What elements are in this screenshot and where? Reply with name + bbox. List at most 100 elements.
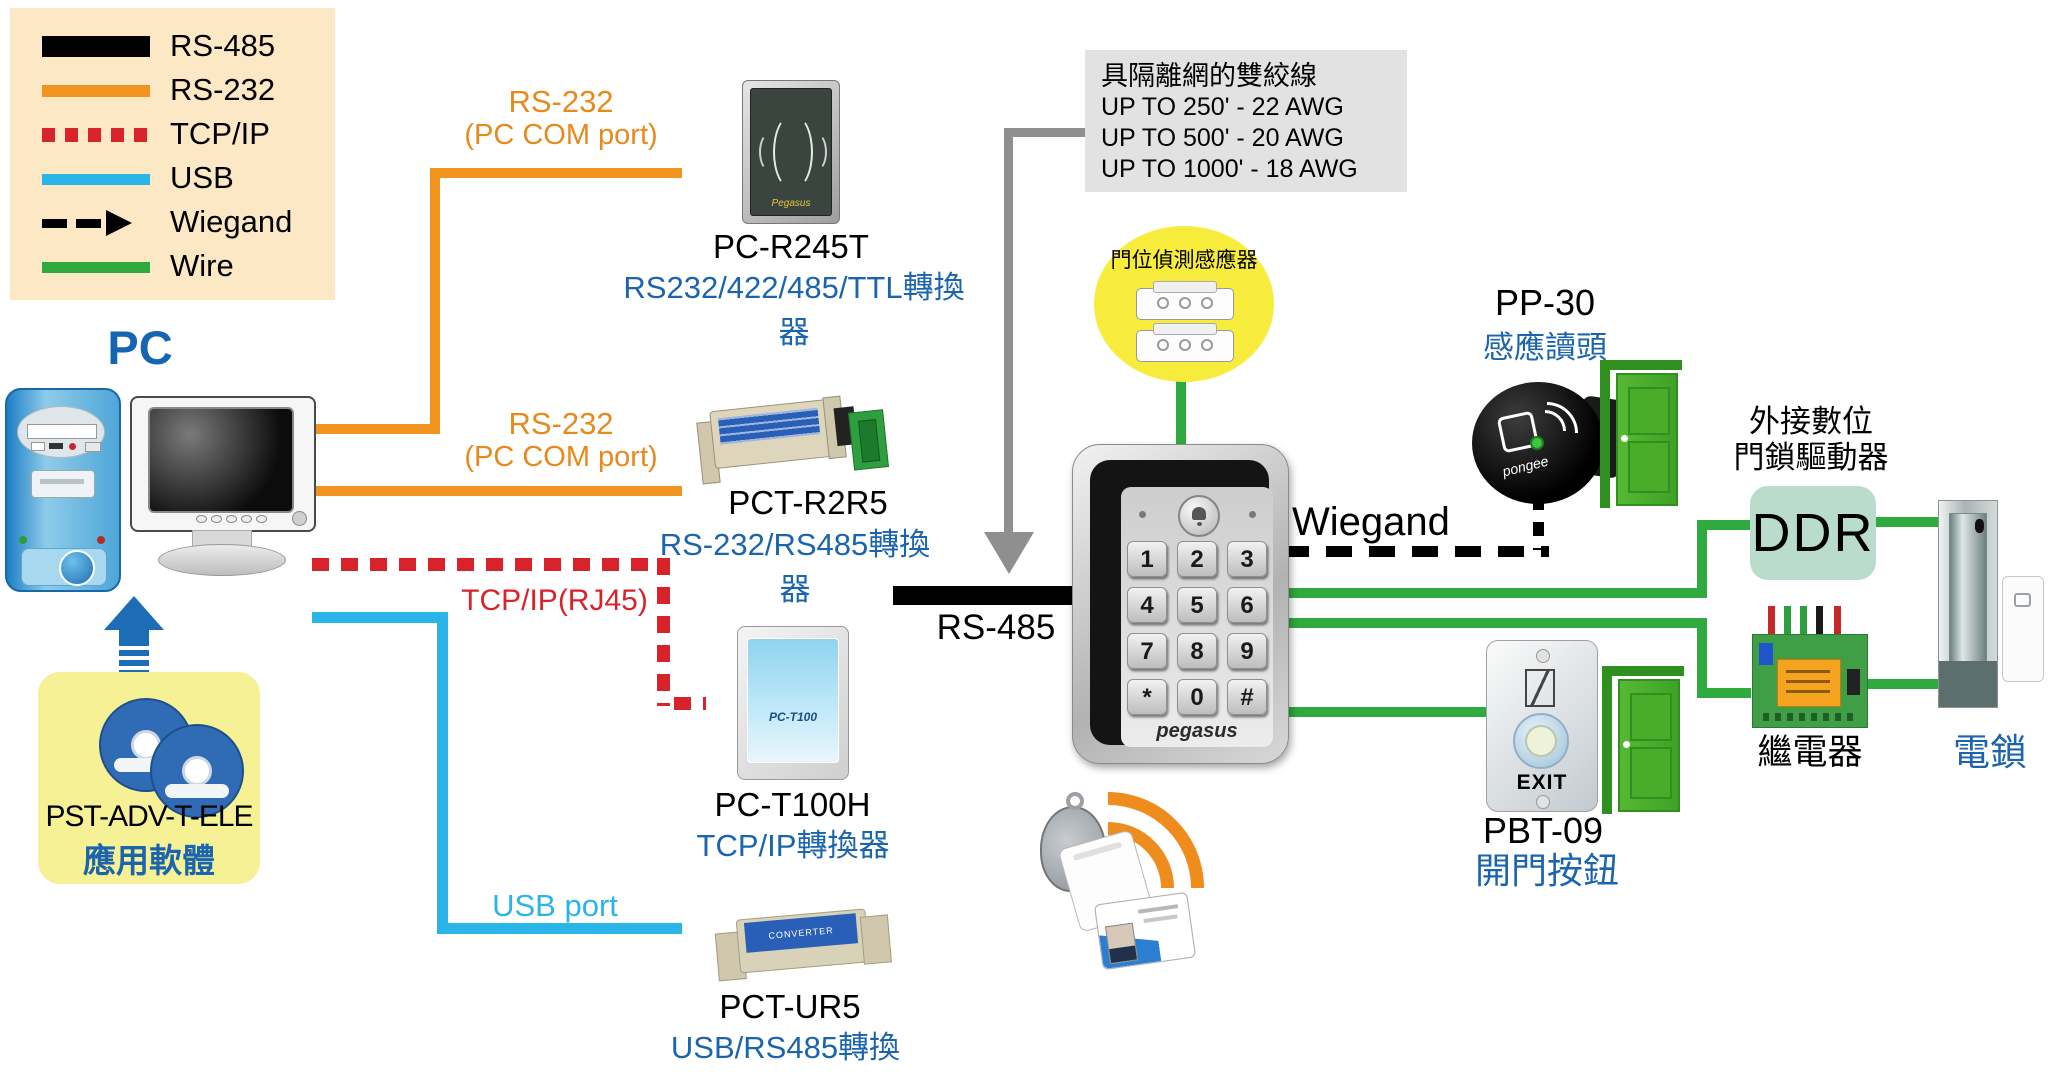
legend-row-rs485: RS-485 — [10, 26, 335, 66]
doorbell-icon — [1178, 495, 1220, 537]
tcpip-label: TCP/IP(RJ45) — [461, 584, 648, 617]
rs232-mid-sublabel: (PC COM port) — [464, 441, 658, 473]
tower-floppy-slot — [31, 470, 95, 498]
keypad-key: 5 — [1177, 587, 1217, 623]
note-connector-arrowhead-icon — [984, 532, 1034, 574]
keypad-key: 3 — [1227, 541, 1267, 577]
door-position-sensor-bubble: 門位偵測感應器 — [1094, 226, 1274, 382]
rs232-top-label: RS-232 — [508, 84, 614, 119]
tcpip-dotted-swatch — [42, 128, 150, 142]
wire-keypad-to-ddr — [1283, 588, 1707, 598]
pongee-brand-text: pongee — [1500, 452, 1550, 480]
rs232-cable-top — [312, 424, 438, 434]
wire-ddr-to-lock — [1876, 517, 1940, 527]
wiegand-label: Wiegand — [1292, 500, 1450, 544]
tcpip-cable — [312, 558, 668, 571]
rs232-top-sublabel: (PC COM port) — [464, 119, 658, 151]
tower-power-led — [19, 536, 27, 544]
rs232-cable-mid — [312, 486, 682, 496]
legend-label: TCP/IP — [170, 116, 270, 151]
legend-panel: RS-485 RS-232 TCP/IP USB Wiegand Wire — [10, 8, 335, 300]
legend-row-wire: Wire — [10, 246, 335, 286]
keypad-key: 1 — [1127, 541, 1167, 577]
monitor-screen — [148, 407, 294, 513]
keypad-key: 0 — [1177, 679, 1217, 715]
legend-row-rs232: RS-232 — [10, 70, 335, 110]
exit-push-button — [1513, 713, 1569, 769]
wire-relay-to-lock — [1868, 679, 1940, 689]
relay-label: 繼電器 — [1757, 733, 1863, 772]
keypad-key: # — [1227, 679, 1267, 715]
monitor-power-button — [292, 511, 307, 526]
cable-note-line: UP TO 250' - 22 AWG — [1101, 93, 1344, 121]
tower-hdd-led — [97, 536, 105, 544]
install-arrow-icon — [104, 596, 164, 630]
cable-spec-note: 具隔離網的雙絞線 UP TO 250' - 22 AWG UP TO 500' … — [1085, 50, 1407, 192]
wire-keypad-to-relay — [1283, 618, 1707, 628]
cable-note-line: UP TO 1000' - 18 AWG — [1101, 155, 1358, 183]
reader-face: Pegasus — [750, 88, 832, 216]
legend-label: RS-232 — [170, 72, 276, 107]
keypad-key: 2 — [1177, 541, 1217, 577]
wire-line-swatch — [42, 262, 150, 273]
keypad-key: 9 — [1227, 633, 1267, 669]
magnetic-contact-icon — [1136, 323, 1234, 362]
ddr-title-line2: 門鎖驅動器 — [1733, 440, 1889, 475]
rs232-line-swatch — [42, 85, 150, 97]
software-name: 應用軟體 — [83, 842, 215, 879]
sensor-wire — [1176, 378, 1186, 446]
software-model: PST-ADV-T-ELE — [45, 800, 253, 833]
keypad-key: 8 — [1177, 633, 1217, 669]
wiegand-dashed-arrow-swatch — [42, 210, 150, 236]
wiegand-dashed-line — [1283, 546, 1549, 557]
door-sensor-label: 門位偵測感應器 — [1110, 249, 1258, 272]
legend-label: Wiegand — [170, 204, 293, 239]
pp30-reader-device: pongee — [1472, 382, 1604, 504]
usb-cable — [312, 612, 444, 623]
pct-ur5-model: PCT-UR5 — [719, 988, 861, 1025]
pct-r2r5-device — [693, 374, 889, 495]
pct-ur5-desc: USB/RS485轉換器 — [670, 1030, 901, 1078]
pc-t100h-device: PC-T100 — [737, 626, 849, 780]
legend-label: RS-485 — [170, 28, 276, 63]
pct-r2r5-desc: RS-232/RS485轉換器 — [659, 527, 931, 607]
pc-t100-face-label: PC-T100 — [768, 710, 818, 725]
reader-led — [1530, 436, 1544, 450]
ddr-title-line1: 外接數位 — [1749, 404, 1873, 439]
pct-ur5-device: CONVERTER — [712, 889, 892, 1000]
door-icon — [1602, 666, 1684, 814]
rs485-bus-line — [893, 586, 1080, 605]
pct-r2r5-model: PCT-R2R5 — [728, 484, 888, 521]
pegasus-brand-text: Pegasus — [771, 198, 811, 209]
pc-title: PC — [107, 321, 173, 374]
lock-label: 電鎖 — [1953, 732, 2027, 773]
legend-row-usb: USB — [10, 158, 335, 198]
ddr-box: DDR — [1750, 486, 1876, 580]
rs485-label: RS-485 — [936, 608, 1056, 647]
ddr-label: DDR — [1751, 503, 1875, 563]
software-package — [38, 672, 260, 884]
pc-t100h-desc: TCP/IP轉換器 — [696, 828, 890, 863]
legend-label: USB — [170, 160, 234, 195]
pbt09-model: PBT-09 — [1482, 810, 1604, 851]
pc-r245t-desc: RS232/422/485/TTL轉換器 — [623, 270, 965, 350]
rs232-mid-label: RS-232 — [508, 406, 614, 441]
exit-button-device: EXIT — [1486, 640, 1598, 812]
pc-r245t-model: PC-R245T — [713, 228, 869, 265]
rs485-line-swatch — [42, 36, 150, 57]
usb-label: USB port — [492, 888, 618, 923]
note-connector-horizontal — [1008, 128, 1090, 137]
pc-tower-illustration — [5, 388, 121, 592]
usb-line-swatch — [42, 174, 150, 185]
note-connector-vertical — [1004, 128, 1013, 532]
lock-armature-plate — [2002, 576, 2044, 682]
magnetic-lock-device — [1938, 500, 1998, 708]
pbt09-desc: 開門按鈕 — [1474, 850, 1619, 891]
keypad-key: 4 — [1127, 587, 1167, 623]
keypad-key: 6 — [1227, 587, 1267, 623]
pp30-model: PP-30 — [1494, 282, 1596, 323]
door-exit-icon — [1525, 669, 1555, 707]
keypad-key: * — [1127, 679, 1167, 715]
legend-label: Wire — [170, 248, 234, 283]
